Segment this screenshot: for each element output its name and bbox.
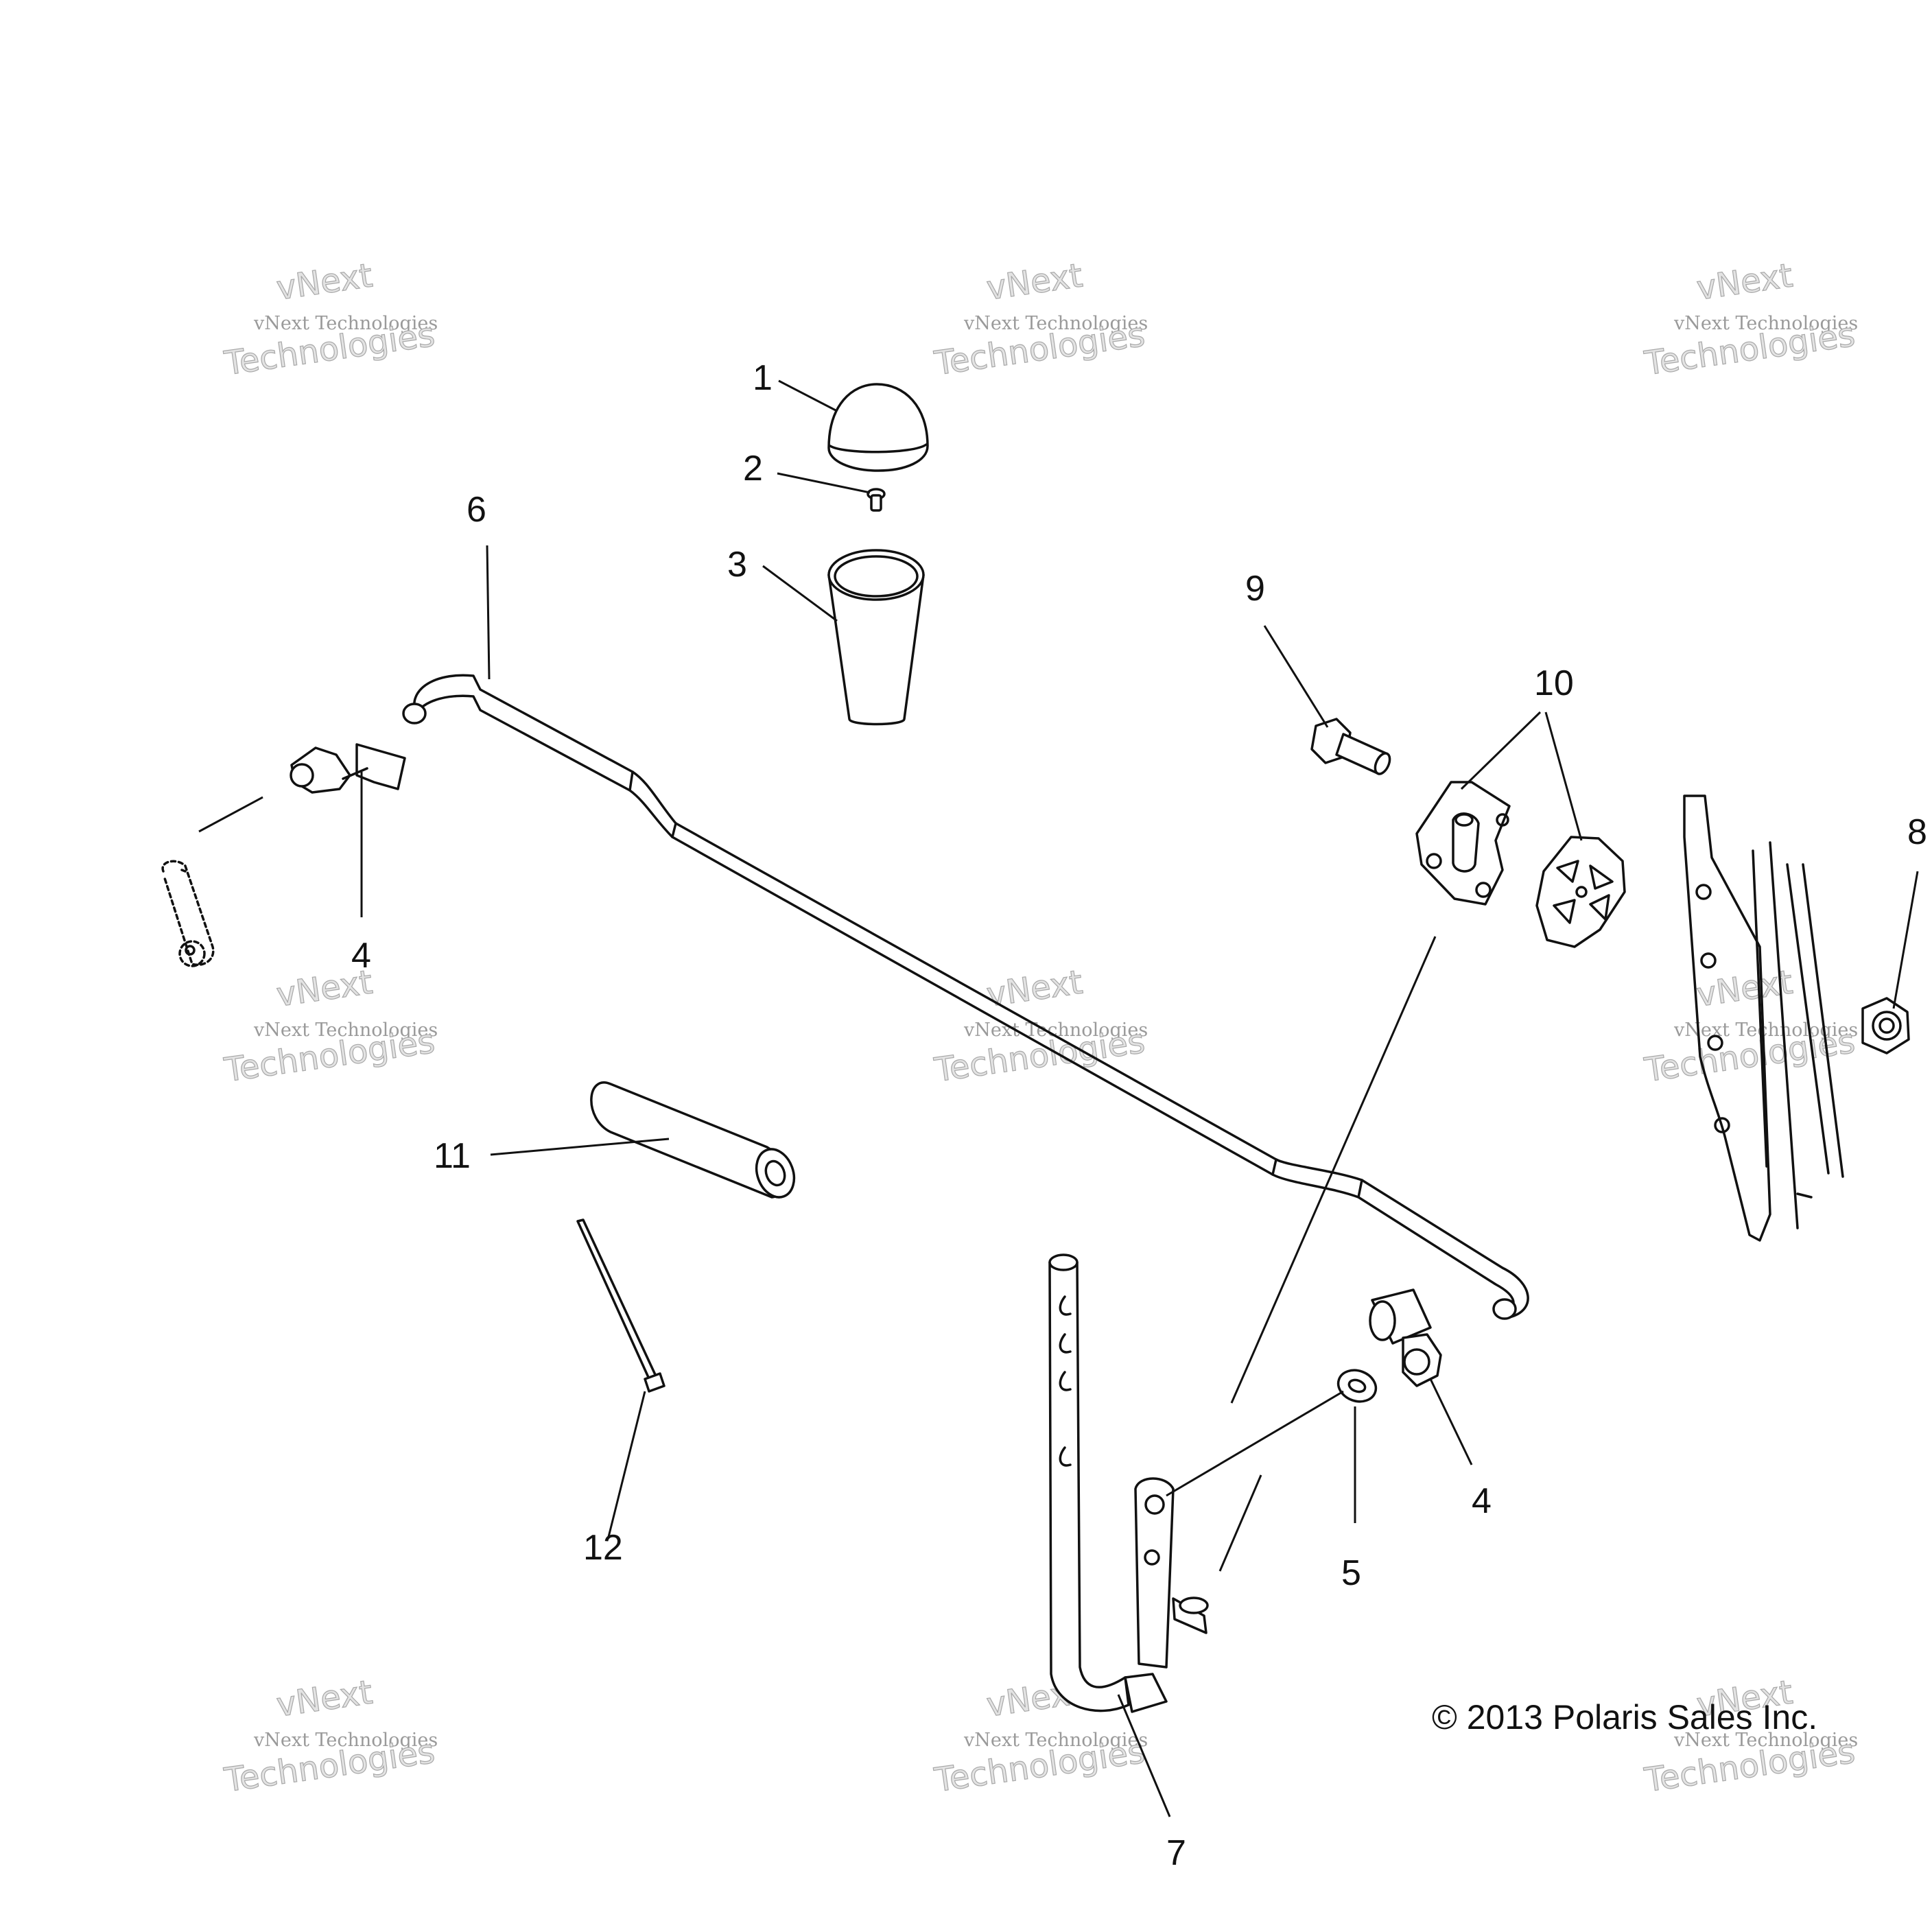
callout-11: 11 bbox=[434, 1136, 471, 1176]
svg-text:vNext Technologies: vNext Technologies bbox=[963, 313, 1148, 334]
callout-7: 7 bbox=[1166, 1833, 1186, 1873]
watermark-bottom-left: vNext vNext Technologies Technologies bbox=[222, 1673, 438, 1800]
svg-text:vNext Technologies: vNext Technologies bbox=[963, 1730, 1148, 1751]
copyright-text: © 2013 Polaris Sales Inc. bbox=[1432, 1698, 1817, 1736]
watermark-mid-left: vNext vNext Technologies Technologies bbox=[222, 963, 438, 1090]
part-10-bushing-b bbox=[1535, 836, 1626, 948]
callout-12: 12 bbox=[583, 1528, 623, 1568]
callout-8: 8 bbox=[1907, 812, 1927, 852]
callout-2: 2 bbox=[743, 449, 763, 488]
part-3-shift-knob bbox=[827, 549, 925, 726]
watermark-top-center: vNext vNext Technologies Technologies bbox=[932, 256, 1148, 384]
svg-text:vNext Technologies: vNext Technologies bbox=[253, 1730, 438, 1751]
svg-text:vNext: vNext bbox=[274, 257, 375, 308]
callout-10: 10 bbox=[1534, 663, 1574, 703]
callout-4-right: 4 bbox=[1472, 1481, 1492, 1521]
svg-text:vNext Technologies: vNext Technologies bbox=[253, 313, 438, 334]
callout-3: 3 bbox=[727, 545, 747, 585]
assembly-lines bbox=[198, 796, 1437, 1572]
callout-4-left: 4 bbox=[351, 936, 371, 976]
part-11-sleeve bbox=[590, 1081, 796, 1199]
part-1-knob-cap bbox=[827, 383, 929, 472]
part-7-shift-lever bbox=[1048, 1253, 1209, 1713]
svg-text:vNext: vNext bbox=[985, 963, 1085, 1015]
callout-1: 1 bbox=[753, 358, 773, 398]
part-4-rod-clip-left bbox=[290, 743, 406, 794]
part-10-bushing-a bbox=[1415, 781, 1511, 906]
watermark-top-left: vNext vNext Technologies Technologies bbox=[222, 256, 438, 384]
frame-bracket bbox=[1683, 794, 1844, 1242]
watermark-top-right: vNext vNext Technologies Technologies bbox=[1642, 256, 1859, 384]
callout-5: 5 bbox=[1341, 1553, 1361, 1593]
part-2-screw bbox=[867, 488, 886, 512]
callout-9: 9 bbox=[1245, 569, 1265, 609]
svg-text:vNext Technologies: vNext Technologies bbox=[1673, 313, 1858, 334]
svg-text:vNext: vNext bbox=[985, 257, 1085, 308]
part-9-bolt bbox=[1310, 718, 1391, 775]
part-4-rod-clip-right bbox=[1369, 1288, 1442, 1387]
watermark-mid-center: vNext vNext Technologies Technologies bbox=[932, 963, 1148, 1090]
svg-text:vNext Technologies: vNext Technologies bbox=[1673, 1020, 1858, 1041]
part-12-pin bbox=[576, 1218, 665, 1393]
svg-text:vNext Technologies: vNext Technologies bbox=[253, 1020, 438, 1041]
left-link-arm bbox=[161, 860, 215, 967]
svg-text:vNext: vNext bbox=[1695, 257, 1795, 308]
leader-lines bbox=[360, 379, 1919, 1817]
svg-text:vNext Technologies: vNext Technologies bbox=[1673, 1730, 1858, 1751]
callout-6: 6 bbox=[467, 490, 486, 530]
svg-text:vNext: vNext bbox=[274, 1673, 375, 1725]
watermark-bottom-right: vNext vNext Technologies Technologies bbox=[1642, 1673, 1859, 1800]
part-6-shift-rod bbox=[402, 674, 1529, 1320]
part-5-washer bbox=[1336, 1369, 1378, 1403]
part-8-hex-nut bbox=[1861, 997, 1910, 1055]
